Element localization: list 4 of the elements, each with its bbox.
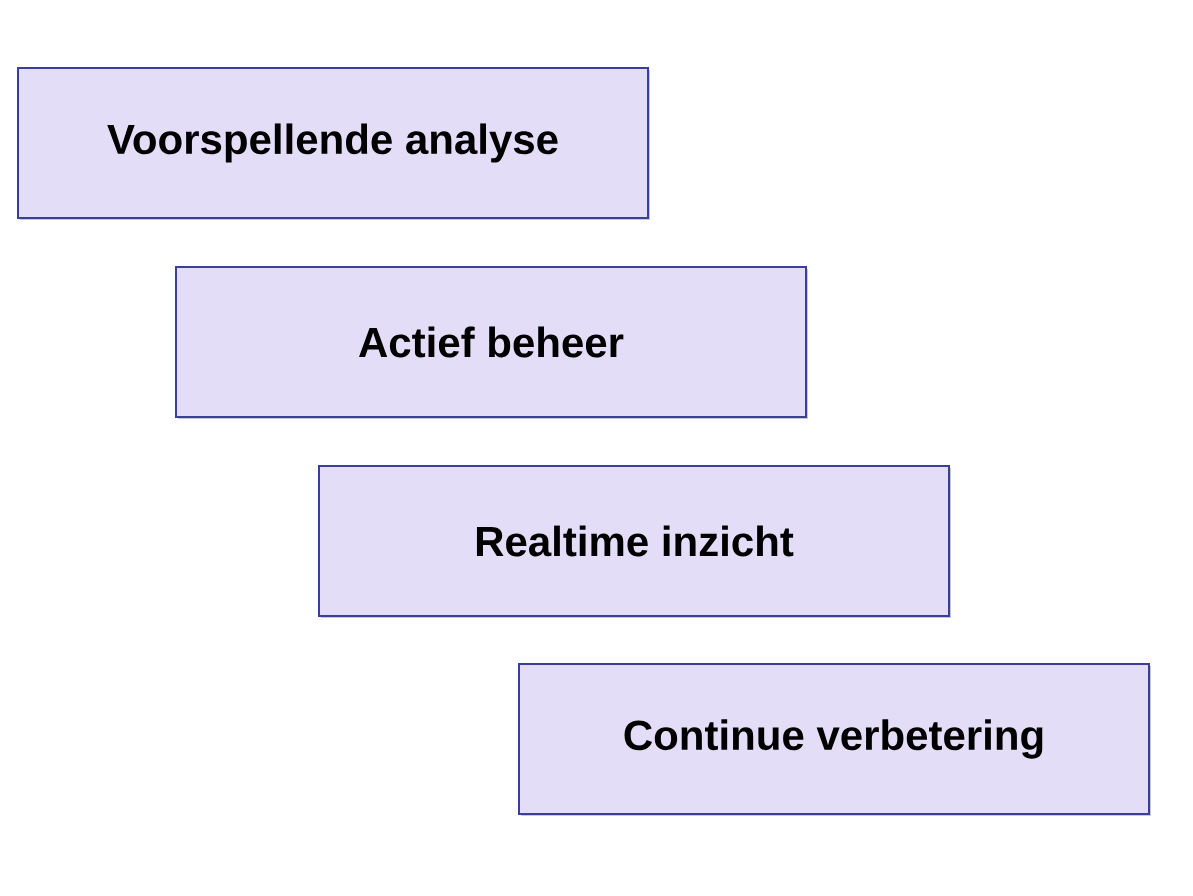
process-box: Voorspellende analyse — [17, 67, 650, 220]
process-box: Continue verbetering — [518, 663, 1151, 816]
process-box: Realtime inzicht — [318, 465, 951, 618]
process-box: Actief beheer — [175, 266, 808, 419]
